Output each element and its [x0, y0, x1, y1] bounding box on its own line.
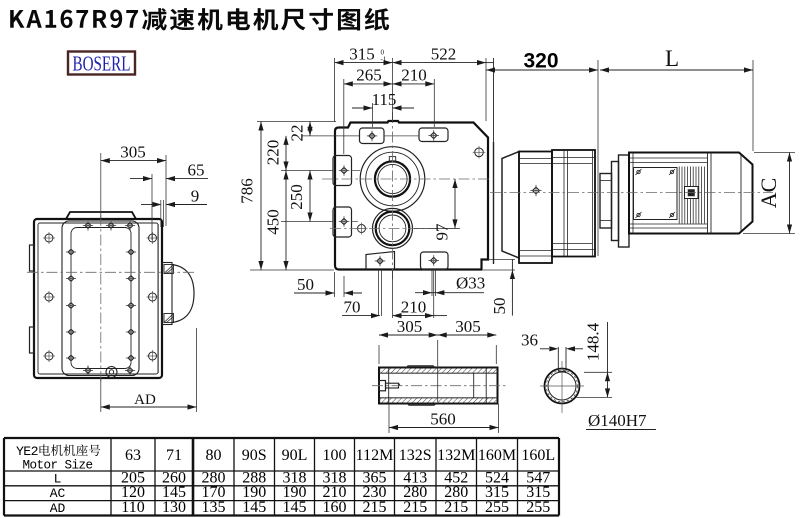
svg-text:Ø140H7: Ø140H7 [588, 411, 647, 430]
svg-text:115: 115 [372, 90, 397, 109]
svg-text:L: L [54, 471, 62, 486]
svg-text:210: 210 [401, 297, 427, 316]
svg-text:288: 288 [242, 469, 266, 486]
svg-text:160M: 160M [478, 447, 516, 464]
svg-text:9: 9 [191, 186, 200, 205]
svg-text:280: 280 [202, 469, 226, 486]
svg-text:190: 190 [283, 484, 307, 501]
svg-text:315: 315 [485, 484, 509, 501]
svg-text:50: 50 [490, 298, 509, 315]
svg-text:70: 70 [344, 297, 361, 316]
svg-text:145: 145 [283, 499, 307, 516]
svg-text:210: 210 [323, 484, 347, 501]
svg-text:2: 2 [31, 444, 39, 459]
svg-text:71: 71 [166, 447, 182, 464]
svg-text:547: 547 [526, 469, 550, 486]
svg-text:-1: -1 [381, 55, 387, 63]
svg-text:160: 160 [323, 499, 347, 516]
svg-text:220: 220 [264, 140, 283, 166]
svg-text:AC: AC [50, 486, 66, 501]
svg-text:318: 318 [283, 469, 307, 486]
svg-text:132M: 132M [437, 447, 475, 464]
svg-text:413: 413 [403, 469, 427, 486]
svg-text:170: 170 [202, 484, 226, 501]
svg-text:65: 65 [188, 160, 205, 179]
svg-text:120: 120 [121, 484, 145, 501]
svg-text:100: 100 [323, 447, 347, 464]
svg-text:145: 145 [242, 499, 266, 516]
svg-text:230: 230 [363, 484, 387, 501]
svg-text:63: 63 [125, 447, 141, 464]
svg-text:305: 305 [397, 317, 423, 336]
svg-text:250: 250 [287, 184, 306, 210]
svg-text:452: 452 [444, 469, 468, 486]
svg-text:130: 130 [162, 499, 186, 516]
svg-text:36: 36 [521, 331, 538, 350]
svg-text:190: 190 [242, 484, 266, 501]
svg-text:560: 560 [430, 409, 456, 428]
svg-text:112M: 112M [356, 447, 394, 464]
svg-text:0: 0 [381, 48, 385, 56]
svg-text:265: 265 [356, 66, 382, 85]
svg-text:50: 50 [297, 275, 314, 294]
svg-text:450: 450 [264, 209, 283, 235]
svg-text:Ø33: Ø33 [456, 274, 485, 293]
svg-text:205: 205 [121, 469, 145, 486]
svg-text:280: 280 [403, 484, 427, 501]
svg-text:Y: Y [16, 444, 24, 459]
svg-text:315: 315 [349, 44, 375, 63]
svg-text:318: 318 [323, 469, 347, 486]
svg-text:110: 110 [121, 499, 144, 516]
svg-text:215: 215 [444, 499, 468, 516]
svg-text:AD: AD [134, 392, 156, 408]
svg-text:522: 522 [431, 44, 457, 63]
svg-text:786: 786 [238, 178, 257, 204]
svg-text:160L: 160L [521, 447, 555, 464]
svg-text:320: 320 [523, 50, 558, 73]
svg-text:305: 305 [455, 317, 481, 336]
svg-text:22: 22 [288, 125, 307, 142]
svg-text:148.4: 148.4 [584, 322, 603, 361]
svg-text:E: E [23, 444, 31, 459]
svg-text:L: L [665, 46, 679, 71]
svg-text:132S: 132S [399, 447, 432, 464]
svg-text:90S: 90S [242, 447, 267, 464]
svg-text:210: 210 [401, 66, 427, 85]
svg-text:Motor Size: Motor Size [22, 458, 92, 472]
svg-text:BOSERL: BOSERL [73, 51, 131, 75]
svg-text:365: 365 [363, 469, 387, 486]
svg-text:524: 524 [485, 469, 509, 486]
svg-text:215: 215 [403, 499, 427, 516]
svg-text:AD: AD [50, 501, 66, 516]
svg-text:305: 305 [120, 143, 146, 162]
svg-text:80: 80 [206, 447, 222, 464]
svg-text:315: 315 [526, 484, 550, 501]
svg-text:255: 255 [526, 499, 550, 516]
svg-text:97: 97 [433, 223, 452, 241]
svg-text:135: 135 [202, 499, 226, 516]
svg-text:145: 145 [162, 484, 186, 501]
svg-text:215: 215 [363, 499, 387, 516]
svg-text:90L: 90L [282, 447, 308, 464]
svg-text:260: 260 [162, 469, 186, 486]
svg-text:280: 280 [444, 484, 468, 501]
svg-text:AC: AC [756, 178, 781, 209]
svg-text:255: 255 [485, 499, 509, 516]
